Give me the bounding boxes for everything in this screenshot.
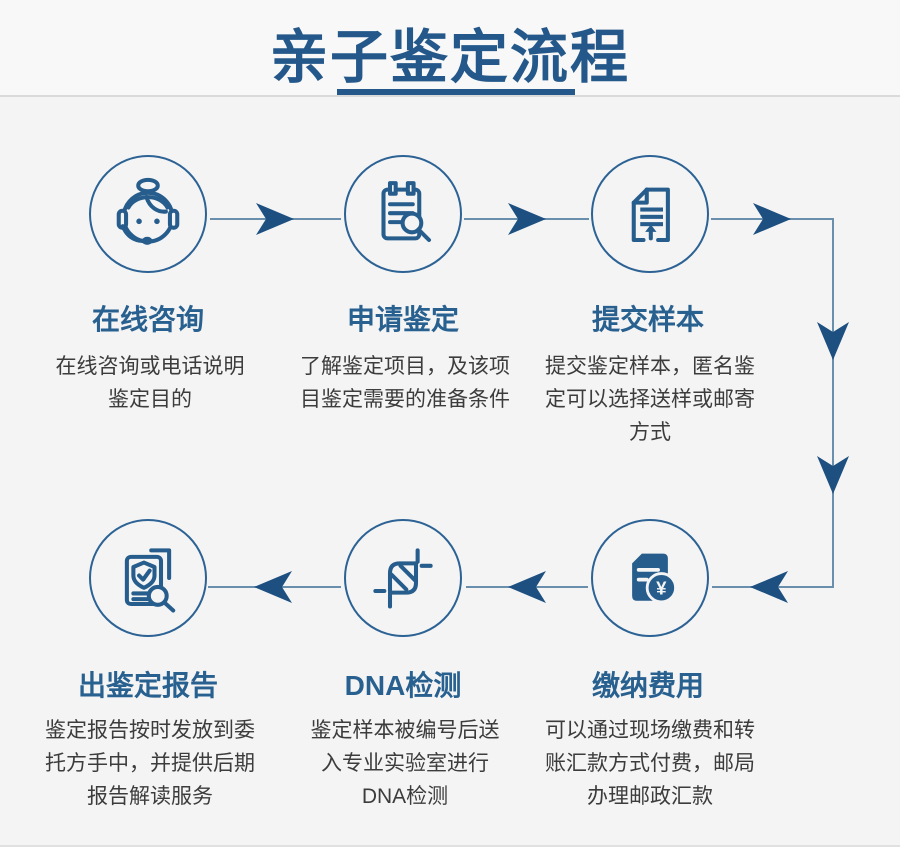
step-description: 提交鉴定样本，匿名鉴 定可以选择送样或邮寄 方式 xyxy=(545,355,755,444)
dna-helix-icon xyxy=(373,548,433,609)
arrow-right-icon xyxy=(256,203,294,235)
step-submit-sample xyxy=(591,155,709,273)
step-apply-testing xyxy=(344,155,462,273)
clipboard-magnifier-icon xyxy=(381,181,432,243)
arrow-down-icon xyxy=(817,456,849,494)
arrow-left-icon xyxy=(508,571,546,603)
arrow-right-icon xyxy=(508,203,546,235)
step-online-consultation xyxy=(89,155,207,273)
customer-service-icon xyxy=(116,177,180,245)
step-description: 鉴定样本被编号后送 入专业实验室进行 DNA检测 xyxy=(310,719,500,808)
arrow-down-icon xyxy=(817,322,849,360)
step-title: 在线咨询 xyxy=(91,304,204,335)
report-shield-icon xyxy=(124,548,176,613)
title-underline xyxy=(337,89,575,95)
step-pay-fees: ¥ xyxy=(591,519,709,637)
page-title: 亲子鉴定流程 xyxy=(269,25,630,90)
arrow-left-icon xyxy=(750,571,788,603)
yen-symbol: ¥ xyxy=(656,577,667,598)
step-description: 鉴定报告按时发放到委 托方手中，并提供后期 报告解读服务 xyxy=(45,719,255,808)
header xyxy=(0,0,900,96)
step-title: DNA检测 xyxy=(344,670,462,701)
step-description: 可以通过现场缴费和转 账汇款方式付费，邮局 办理邮政汇款 xyxy=(545,719,755,808)
document-upload-icon xyxy=(631,187,670,243)
step-title: 出鉴定报告 xyxy=(77,670,218,701)
step-issue-report xyxy=(89,519,207,637)
step-description: 在线咨询或电话说明 鉴定目的 xyxy=(55,355,245,411)
arrow-left-icon xyxy=(254,571,292,603)
step-title: 申请鉴定 xyxy=(346,304,459,335)
header-divider xyxy=(0,95,900,97)
step-dna-testing xyxy=(344,519,462,637)
step-title: 缴纳费用 xyxy=(591,670,704,701)
arrow-right-icon xyxy=(753,203,791,235)
step-description: 了解鉴定项目，及该项 目鉴定需要的准备条件 xyxy=(300,355,510,411)
step-title: 提交样本 xyxy=(591,304,704,335)
invoice-yen-icon: ¥ xyxy=(632,553,678,604)
